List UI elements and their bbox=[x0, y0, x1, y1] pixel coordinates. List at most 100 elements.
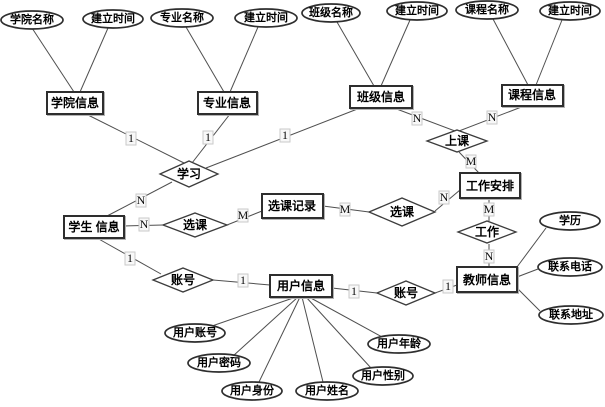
cardinality-box bbox=[138, 217, 150, 232]
attribute-label: 班级名称 bbox=[309, 5, 353, 19]
connector-line bbox=[336, 21, 375, 87]
relationship-label: 账号 bbox=[171, 272, 195, 287]
attribute-user-gender: 用户性别 bbox=[352, 366, 414, 386]
entity-major-info: 专业信息 bbox=[197, 91, 258, 115]
relationship-label: 学习 bbox=[177, 166, 201, 181]
connector-line bbox=[535, 19, 563, 86]
attribute-education-degree: 学历 bbox=[539, 211, 601, 231]
entity-box bbox=[261, 193, 324, 219]
entity-box bbox=[459, 172, 521, 199]
cardinality-record-select-right: M bbox=[339, 202, 351, 217]
cardinality-label: M bbox=[466, 154, 477, 168]
connector-line bbox=[305, 296, 372, 369]
relationship-diamond bbox=[367, 197, 437, 227]
attribute-label: 学历 bbox=[559, 213, 581, 227]
attribute-label: 建立时间 bbox=[548, 3, 592, 17]
entity-work-schedule: 工作安排 bbox=[459, 172, 521, 199]
cardinality-attend-schedule: M bbox=[465, 154, 477, 169]
cardinality-box bbox=[237, 273, 249, 288]
connector-line bbox=[211, 296, 297, 327]
cardinality-account-user-left: 1 bbox=[237, 273, 249, 288]
relationship-label: 账号 bbox=[394, 285, 418, 300]
entity-label: 专业信息 bbox=[203, 95, 251, 110]
cardinality-box bbox=[483, 202, 495, 217]
relationship-work: 工作 bbox=[456, 220, 518, 244]
cardinality-box bbox=[465, 154, 477, 169]
connector-line bbox=[308, 296, 385, 339]
cardinality-study-student: N bbox=[135, 193, 147, 208]
connector-line bbox=[229, 26, 259, 93]
attribute-label: 用户年龄 bbox=[377, 336, 422, 350]
attribute-label: 课程名称 bbox=[465, 2, 509, 16]
connector-line bbox=[232, 296, 299, 357]
attribute-label: 用户身份 bbox=[230, 383, 275, 397]
cardinality-select-schedule: N bbox=[438, 190, 450, 205]
cardinality-schedule-work: M bbox=[483, 202, 495, 217]
attribute-label: 建立时间 bbox=[91, 11, 135, 25]
attribute-label: 建立时间 bbox=[244, 10, 288, 24]
attribute-user-password: 用户密码 bbox=[187, 353, 251, 373]
entity-course-info: 课程信息 bbox=[501, 84, 564, 107]
connector-line bbox=[380, 19, 411, 87]
attribute-label: 专业名称 bbox=[160, 10, 204, 24]
attribute-ellipse bbox=[0, 10, 64, 30]
cardinality-major-study: 1 bbox=[202, 130, 214, 145]
cardinality-label: 1 bbox=[127, 251, 133, 265]
attribute-ellipse bbox=[187, 353, 251, 373]
cardinality-box bbox=[339, 202, 351, 217]
cardinality-box bbox=[442, 279, 454, 294]
attribute-ellipse bbox=[539, 1, 601, 21]
entity-course-selection-record: 选课记录 bbox=[261, 193, 324, 219]
attribute-ellipse bbox=[164, 323, 226, 343]
relationship-label: 上课 bbox=[445, 133, 470, 148]
attribute-label: 用户密码 bbox=[197, 355, 241, 369]
entity-box bbox=[456, 266, 518, 293]
cardinality-box bbox=[124, 251, 136, 266]
relationship-study: 学习 bbox=[158, 160, 220, 188]
cardinality-label: 1 bbox=[128, 131, 134, 145]
cardinality-class-study: 1 bbox=[279, 128, 291, 143]
cardinality-box bbox=[438, 190, 450, 205]
cardinality-box bbox=[125, 131, 137, 146]
connector-line bbox=[79, 27, 109, 93]
entity-label: 学院信息 bbox=[51, 95, 99, 110]
attribute-ellipse bbox=[150, 8, 214, 28]
attribute-contact-phone: 联系电话 bbox=[537, 257, 603, 277]
entity-label: 学生 信息 bbox=[68, 219, 119, 234]
cardinality-box bbox=[348, 284, 360, 299]
entity-label: 课程信息 bbox=[508, 87, 556, 102]
relationship-label: 选课 bbox=[390, 204, 415, 219]
entity-box bbox=[349, 85, 413, 109]
attribute-label: 用户账号 bbox=[173, 325, 217, 339]
attribute-ellipse bbox=[234, 8, 298, 28]
attribute-label: 用户姓名 bbox=[305, 383, 349, 397]
cardinality-label: N bbox=[488, 110, 497, 124]
relationship-label: 选课 bbox=[183, 217, 208, 232]
cardinality-label: N bbox=[413, 111, 422, 125]
attribute-ellipse bbox=[301, 3, 361, 23]
attribute-ellipse bbox=[538, 305, 604, 325]
attribute-course-create-time: 建立时间 bbox=[539, 1, 601, 21]
cardinality-box bbox=[486, 110, 498, 125]
relationship-diamond bbox=[456, 220, 518, 244]
attribute-ellipse bbox=[386, 1, 448, 21]
entity-box bbox=[501, 84, 564, 107]
attribute-ellipse bbox=[537, 257, 603, 277]
entity-user-info: 用户信息 bbox=[269, 274, 333, 298]
cardinality-box bbox=[483, 249, 495, 264]
cardinality-label: M bbox=[484, 202, 495, 216]
cardinality-box bbox=[411, 111, 423, 126]
attribute-user-account: 用户账号 bbox=[164, 323, 226, 343]
attribute-class-create-time: 建立时间 bbox=[386, 1, 448, 21]
attribute-college-create-time: 建立时间 bbox=[82, 9, 144, 29]
relationship-select-course-right: 选课 bbox=[367, 197, 437, 227]
connector-line bbox=[516, 227, 547, 268]
connector-line bbox=[185, 26, 225, 93]
relationship-diamond bbox=[151, 267, 215, 293]
attribute-class-name: 班级名称 bbox=[301, 3, 361, 23]
attribute-ellipse bbox=[455, 0, 519, 20]
connector-line bbox=[516, 268, 539, 278]
attribute-ellipse bbox=[539, 211, 601, 231]
cardinality-user-account-right: 1 bbox=[348, 284, 360, 299]
